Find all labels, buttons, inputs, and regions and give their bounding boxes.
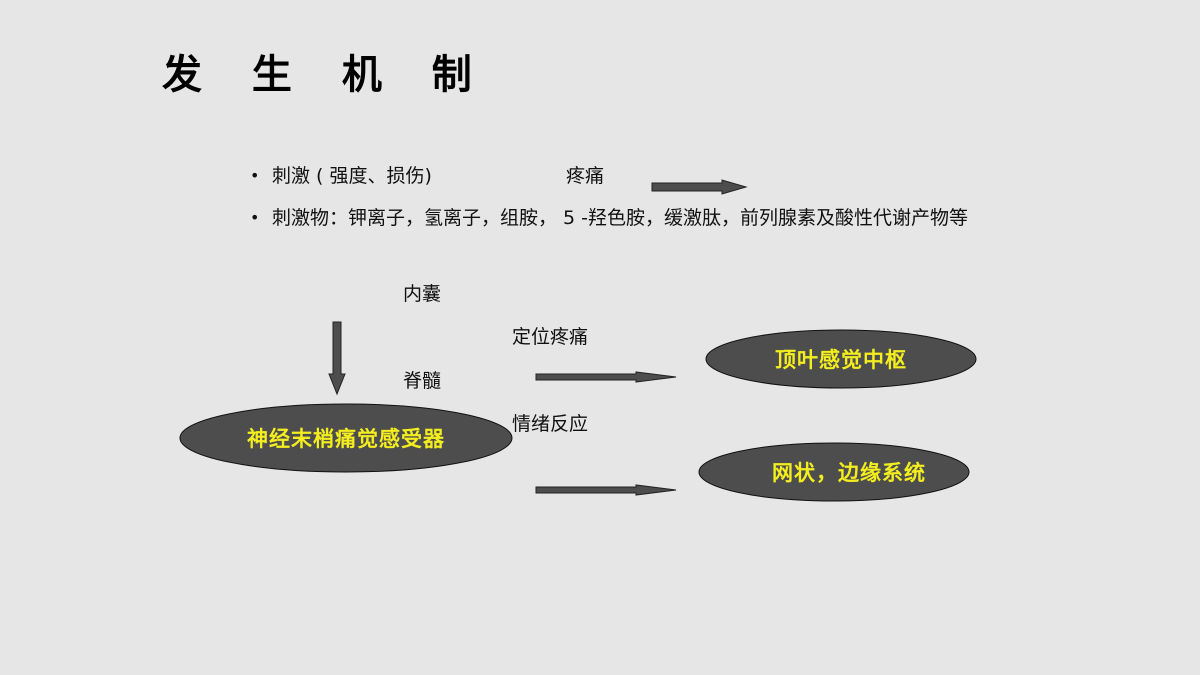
node-reticular-ellipse bbox=[698, 442, 970, 502]
node-receptor-ellipse bbox=[179, 403, 513, 473]
node-parietal-label: 顶叶感觉中枢 bbox=[775, 347, 907, 372]
bullet-stimulants: 刺激物：钾离子，氢离子，组胺， 5 -羟色胺，缓激肽，前列腺素及酸性代谢产物等 bbox=[250, 202, 1030, 234]
node-reticular-label: 网状，边缘系统 bbox=[772, 460, 926, 485]
arrow-to-parietal bbox=[535, 371, 677, 383]
label-capsule: 内囊 bbox=[403, 283, 442, 305]
node-receptor-label: 神经末梢痛觉感受器 bbox=[247, 426, 445, 451]
label-spinal-cord: 脊髓 bbox=[403, 370, 442, 392]
node-parietal-ellipse bbox=[705, 329, 977, 389]
arrow-down bbox=[328, 321, 346, 396]
bullet-stimulants-text: 刺激物：钾离子，氢离子，组胺， 5 -羟色胺，缓激肽，前列腺素及酸性代谢产物等 bbox=[272, 207, 969, 229]
label-emotional-response: 情绪反应 bbox=[512, 413, 589, 435]
bullet-stimulus-text: 刺激 ( 强度、损伤) bbox=[272, 165, 432, 187]
arrow-pain-right bbox=[651, 179, 748, 195]
pain-label: 疼痛 bbox=[566, 165, 605, 187]
arrow-to-reticular bbox=[535, 484, 677, 496]
page-title: 发 生 机 制 bbox=[162, 51, 490, 98]
label-localized-pain: 定位疼痛 bbox=[512, 326, 589, 348]
bullet-stimulus: 刺激 ( 强度、损伤) bbox=[250, 160, 432, 192]
